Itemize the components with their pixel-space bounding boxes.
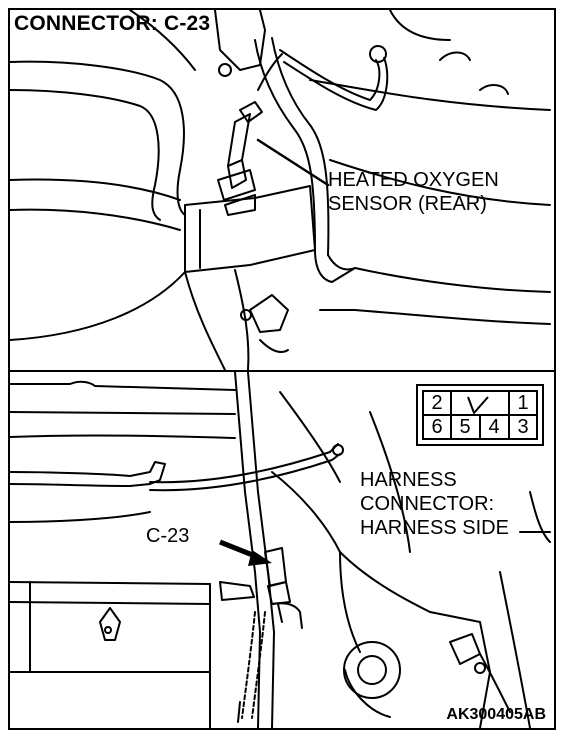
connector-location-drawing: [10, 372, 551, 728]
pin-5: 5: [459, 416, 471, 438]
connector-id-label: C-23: [146, 525, 190, 547]
pinout-frame: [416, 384, 544, 446]
bottom-illustration-panel: 2 1 6 5 4 3 HARNESS CONNECTOR: HARNESS S…: [10, 372, 554, 728]
connector-pointer-arrow: [219, 539, 272, 566]
harness-label-line3: HARNESS SIDE: [360, 517, 509, 539]
key-notch-icon: [467, 396, 489, 415]
pin-6: 6: [431, 416, 443, 438]
panel-divider: [10, 370, 554, 372]
harness-label-line1: HARNESS: [360, 469, 457, 491]
figure-code: AK300405AB: [446, 706, 546, 723]
sensor-label-line2: SENSOR (REAR): [328, 193, 487, 215]
top-illustration-panel: CONNECTOR: C-23 HEATED OXYGEN SENSOR (RE…: [10, 10, 554, 372]
sensor-label-line1: HEATED OXYGEN: [328, 169, 499, 191]
pin-3: 3: [517, 416, 529, 438]
harness-label-line2: CONNECTOR:: [360, 493, 495, 515]
sensor-location-drawing: [10, 10, 551, 371]
pin-2: 2: [431, 392, 443, 414]
pin-4: 4: [488, 416, 500, 438]
diagram-frame: CONNECTOR: C-23 HEATED OXYGEN SENSOR (RE…: [8, 8, 556, 730]
connector-title: CONNECTOR: C-23: [14, 12, 211, 35]
pin-1: 1: [517, 392, 529, 414]
connector-pinout: 2 1 6 5 4 3: [416, 384, 544, 446]
